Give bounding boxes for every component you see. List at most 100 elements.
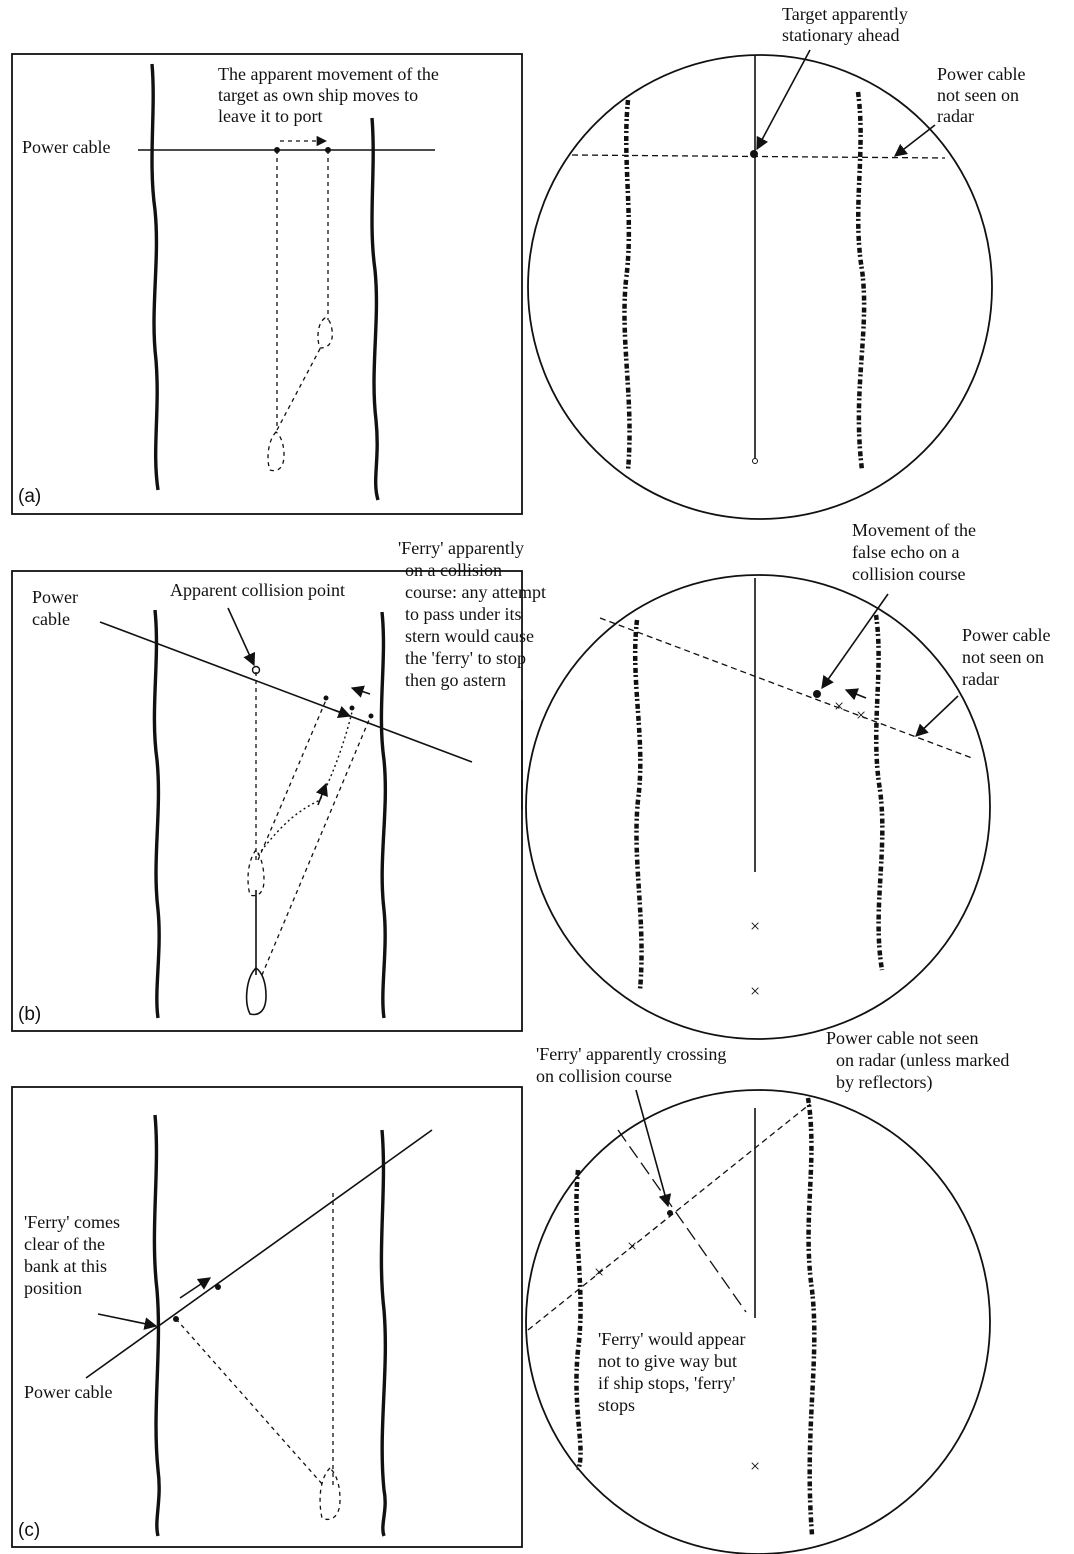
power-cable-label: Power cable (22, 137, 110, 157)
own-ship-position (752, 458, 758, 464)
cable-not-seen-label-2: not seen on (962, 647, 1044, 667)
own-ship-past-position-1: × (750, 916, 760, 936)
ship-outline-later (247, 848, 265, 897)
power-cable-line (99, 621, 473, 763)
target-echo (750, 150, 758, 158)
false-echo-label-1: Movement of the (852, 520, 976, 540)
ferry-give-way-label-2: not to give way but (598, 1351, 737, 1371)
ferry-crossing-label-1: 'Ferry' apparently crossing (536, 1044, 726, 1064)
ferry-motion-arrow (179, 1277, 212, 1299)
ferry-position-2 (349, 705, 355, 711)
ferry-give-way-label-4: stops (598, 1395, 635, 1415)
ferry-clear-label-2: clear of the (24, 1234, 105, 1254)
false-echo (667, 1210, 673, 1216)
panel-c-frame (11, 1086, 523, 1548)
line-of-sight (175, 1318, 324, 1486)
ferry-label-7: then go astern (405, 670, 506, 690)
ferry-clear-label-4: position (24, 1278, 82, 1298)
target-label-1: Target apparently (782, 4, 908, 24)
ferry-position-1 (323, 695, 329, 701)
cable-line-radar (527, 1103, 811, 1331)
ferry-crossing-label-2: on collision course (536, 1066, 672, 1086)
ferry-give-way-label-3: if ship stops, 'ferry' (598, 1373, 735, 1393)
ferry-label-4: to pass under its (405, 604, 522, 624)
ferry-clear-label-1: 'Ferry' comes (24, 1212, 120, 1232)
ferry-label-5: stern would cause (405, 626, 534, 646)
radar-echo-left-bank (632, 619, 644, 991)
cable-not-seen-label-1: Power cable (937, 64, 1025, 84)
dotted-path (257, 711, 353, 856)
ferry-position-3 (368, 713, 374, 719)
panel-c: (c) Power cable 'Ferry' comes clear of t… (11, 1028, 1009, 1554)
apparent-movement-label-1: The apparent movement of the (218, 64, 439, 84)
left-bank (150, 63, 160, 491)
false-echo-label-3: collision course (852, 564, 965, 584)
collision-point-label: Apparent collision point (170, 580, 345, 600)
own-ship-past-position: × (750, 1456, 760, 1476)
course-alteration-line (276, 344, 323, 431)
ship-outline-later (317, 317, 333, 349)
panel-a: (a) Power cable The apparent movement of… (11, 4, 1025, 520)
ferry-label-2: on a collision (405, 560, 502, 580)
radar-screen-a (527, 54, 993, 520)
false-echo-past-position-2: × (627, 1236, 637, 1256)
collision-point-arrow (227, 607, 256, 667)
cable-line-radar (599, 617, 973, 759)
left-bank (152, 1114, 161, 1537)
ferry-crossing-pointer-arrow (635, 1089, 672, 1208)
panel-b: (b) Power cable Apparent collision point… (11, 520, 1050, 1040)
right-bank (370, 117, 380, 501)
radar-echo-right-bank (855, 91, 867, 471)
apparent-movement-label-2: target as own ship moves to (218, 85, 418, 105)
radar-echo-right-bank (805, 1097, 817, 1536)
false-echo-motion-arrow (844, 688, 867, 701)
panel-a-label: (a) (18, 486, 41, 507)
cable-pointer-arrow (893, 124, 936, 157)
cable-pointer-arrow (915, 695, 959, 737)
cable-not-seen-label-3: radar (937, 106, 974, 126)
dotted-path-arrow (315, 782, 328, 806)
ferry-give-way-label-1: 'Ferry' would appear (598, 1329, 745, 1349)
power-cable-label-1: Power (32, 587, 78, 607)
cable-not-seen-label-2: not seen on (937, 85, 1019, 105)
radar-screen-b (525, 574, 991, 1040)
radar-screen-c (525, 1089, 991, 1554)
ferry-label-6: the 'ferry' to stop (405, 648, 526, 668)
track-dashed-to-3 (261, 719, 370, 976)
left-bank (152, 609, 161, 1019)
cable-not-seen-label-1: Power cable (962, 625, 1050, 645)
radar-echo-right-bank (873, 614, 885, 971)
cable-not-seen-label-2: on radar (unless marked (836, 1050, 1009, 1071)
power-cable-label-2: cable (32, 609, 70, 629)
cable-not-seen-label-1: Power cable not seen (826, 1028, 978, 1048)
cable-not-seen-label-3: by reflectors) (836, 1072, 932, 1093)
ferry-relative-track (617, 1129, 747, 1313)
ferry-clear-pointer-arrow (97, 1313, 158, 1330)
cable-line-radar (571, 154, 946, 159)
ship-outline-initial (245, 966, 267, 1016)
ferry-position-later (215, 1284, 221, 1290)
ship-outline (319, 1467, 341, 1521)
apparent-movement-label-3: leave it to port (218, 106, 322, 126)
ferry-label-3: course: any attempt (405, 582, 546, 602)
false-echo (813, 690, 821, 698)
panel-b-label: (b) (18, 1004, 41, 1025)
false-echo-past-position-1: × (594, 1262, 604, 1282)
right-bank (379, 1129, 388, 1537)
false-echo-pointer-arrow (821, 593, 889, 690)
track-dashed-to-1 (257, 699, 327, 861)
target-pointer-arrow (756, 49, 811, 151)
ferry-reverse-arrow (350, 685, 371, 698)
target-label-2: stationary ahead (782, 25, 899, 45)
ship-outline-initial (267, 431, 285, 472)
right-bank (379, 611, 388, 1019)
own-ship-past-position-2: × (750, 981, 760, 1001)
cable-not-seen-label-3: radar (962, 669, 999, 689)
panel-a-frame (11, 53, 523, 515)
ferry-label-1: 'Ferry' apparently (398, 538, 524, 558)
power-cable-label: Power cable (24, 1382, 112, 1402)
power-cable-line (85, 1129, 433, 1379)
false-echo-past-position-2: × (856, 705, 866, 725)
ferry-forward-arrow (333, 705, 352, 718)
